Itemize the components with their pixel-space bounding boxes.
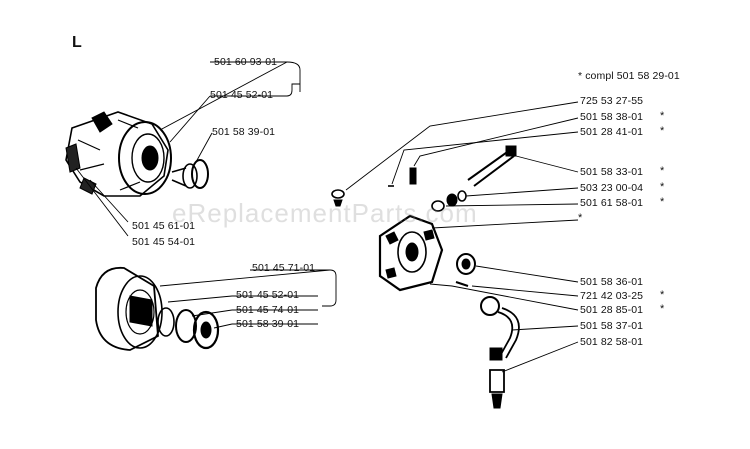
part-label: 501 45 52-01 <box>236 289 300 301</box>
part-label: 501 45 54-01 <box>132 236 196 248</box>
part-label: 501 60 93-01 <box>214 56 278 68</box>
part-label: 501 45 52-01 <box>210 89 274 101</box>
part-label: 501 82 58-01 <box>580 336 644 348</box>
part-label: 501 45 71-01 <box>252 262 316 274</box>
part-label: 501 45 74-01 <box>236 304 300 316</box>
part-label: 725 53 27-55 <box>580 95 644 107</box>
oil-pump-assembly <box>331 145 520 409</box>
part-label: 501 45 61-01 <box>132 220 196 232</box>
part-label: 501 58 38-01 <box>580 111 644 123</box>
asterisk-mark: * <box>660 196 665 208</box>
asterisk-mark: * <box>660 289 665 301</box>
part-label: 721 42 03-25 <box>580 290 644 302</box>
asterisk-mark: * <box>660 165 665 177</box>
asterisk-mark: * <box>660 181 665 193</box>
asterisk-mark: * <box>660 303 665 315</box>
leader-lines-right <box>345 101 579 373</box>
part-label: 501 58 39-01 <box>212 126 276 138</box>
asterisk-mark: * <box>578 212 583 224</box>
clutch-assembly-lower <box>95 266 220 351</box>
leader-lines-lower-left <box>159 269 337 329</box>
part-label: 501 58 37-01 <box>580 320 644 332</box>
leader-lines-upper-left <box>75 61 301 237</box>
asterisk-mark: * <box>660 110 665 122</box>
asterisk-mark: * <box>660 125 665 137</box>
part-label: 501 58 36-01 <box>580 276 644 288</box>
part-label: 501 58 33-01 <box>580 166 644 178</box>
watermark: eReplacementParts.com <box>172 198 478 228</box>
part-label: 501 58 39-01 <box>236 318 300 330</box>
part-label: 501 28 85-01 <box>580 304 644 316</box>
part-label: 503 23 00-04 <box>580 182 644 194</box>
compl-note: * compl 501 58 29-01 <box>578 70 680 82</box>
part-label: 501 61 58-01 <box>580 197 644 209</box>
section-letter: L <box>72 34 82 51</box>
part-label: 501 28 41-01 <box>580 126 644 138</box>
